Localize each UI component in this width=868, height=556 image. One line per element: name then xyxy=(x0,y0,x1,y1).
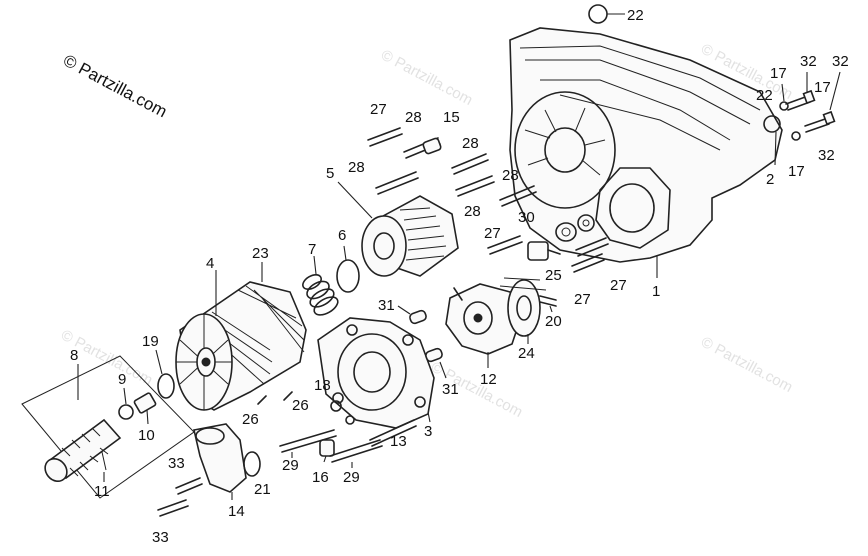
part-14-elbow-fitting[interactable] xyxy=(193,423,247,493)
callout-29: 29 xyxy=(282,457,299,474)
callout-27: 27 xyxy=(610,277,627,294)
callout-7: 7 xyxy=(308,241,316,258)
callout-10: 10 xyxy=(138,427,155,444)
part-30-washer[interactable] xyxy=(555,222,577,242)
callout-25: 25 xyxy=(545,267,562,284)
callout-19: 19 xyxy=(142,333,159,350)
callout-17: 17 xyxy=(770,65,787,82)
callout-28: 28 xyxy=(405,109,422,126)
callout-30: 30 xyxy=(518,209,535,226)
callout-20: 20 xyxy=(545,313,562,330)
callout-23: 23 xyxy=(252,245,269,262)
callout-31: 31 xyxy=(442,381,459,398)
callout-3: 3 xyxy=(424,423,432,440)
callout-31: 31 xyxy=(378,297,395,314)
callout-6: 6 xyxy=(338,227,346,244)
callout-15: 15 xyxy=(443,109,460,126)
callout-22: 22 xyxy=(756,87,773,104)
copyright-text: © Partzilla.com xyxy=(60,51,170,122)
callout-16: 16 xyxy=(312,469,329,486)
part-20-shaft[interactable] xyxy=(539,295,557,307)
part-8-strainer-assembly[interactable] xyxy=(21,355,195,499)
callout-32: 32 xyxy=(800,53,817,70)
callout-9: 9 xyxy=(118,371,126,388)
part-5-oil-filter[interactable] xyxy=(361,195,459,277)
callout-26: 26 xyxy=(242,411,259,428)
callout-26: 26 xyxy=(292,397,309,414)
watermark: © Partzilla.com xyxy=(378,47,475,109)
callout-22: 22 xyxy=(627,7,644,24)
callout-17: 17 xyxy=(814,79,831,96)
callout-1: 1 xyxy=(652,283,660,300)
callout-32: 32 xyxy=(818,147,835,164)
callout-4: 4 xyxy=(206,255,214,272)
callout-17: 17 xyxy=(788,163,805,180)
callout-11: 11 xyxy=(94,483,110,500)
part-31-dowels[interactable] xyxy=(409,309,443,363)
callout-13: 13 xyxy=(390,433,407,450)
part-13-bolt[interactable] xyxy=(369,419,417,447)
watermark: © Partzilla.com xyxy=(698,334,795,396)
callout-28: 28 xyxy=(462,135,479,152)
part-7-spring[interactable] xyxy=(300,272,340,319)
callout-29: 29 xyxy=(343,469,360,486)
callout-12: 12 xyxy=(480,371,497,388)
part-26-pins[interactable] xyxy=(257,391,293,405)
part-24-gear[interactable] xyxy=(499,277,547,337)
callout-24: 24 xyxy=(518,345,535,362)
part-25-fitting[interactable] xyxy=(527,241,561,261)
part-1-crankcase-cover[interactable] xyxy=(509,4,783,263)
callout-14: 14 xyxy=(228,503,245,520)
part-29-bolts[interactable] xyxy=(279,429,383,463)
callout-18: 18 xyxy=(314,377,331,394)
callout-2: 2 xyxy=(766,171,774,188)
callout-33: 33 xyxy=(152,529,169,546)
part-19-o-ring[interactable] xyxy=(157,373,175,399)
part-16-collar[interactable] xyxy=(319,439,335,457)
part-12-pump-rotor[interactable] xyxy=(445,283,521,355)
bolts-27-28[interactable] xyxy=(367,127,609,273)
fasteners-17-22-32[interactable] xyxy=(779,89,836,141)
callout-8: 8 xyxy=(70,347,78,364)
part-18-pin[interactable] xyxy=(330,400,355,425)
part-33-bolts[interactable] xyxy=(157,477,203,517)
part-6-o-ring[interactable] xyxy=(336,259,360,293)
callout-28: 28 xyxy=(502,167,519,184)
callout-27: 27 xyxy=(574,291,591,308)
callout-21: 21 xyxy=(254,481,271,498)
part-21-o-ring[interactable] xyxy=(243,451,261,477)
callout-27: 27 xyxy=(370,101,387,118)
callout-28: 28 xyxy=(348,159,365,176)
callout-5: 5 xyxy=(326,165,334,182)
part-4-filter-cover[interactable] xyxy=(175,281,307,411)
callout-32: 32 xyxy=(832,53,849,70)
callout-27: 27 xyxy=(484,225,501,242)
callout-33: 33 xyxy=(168,455,185,472)
callout-28: 28 xyxy=(464,203,481,220)
